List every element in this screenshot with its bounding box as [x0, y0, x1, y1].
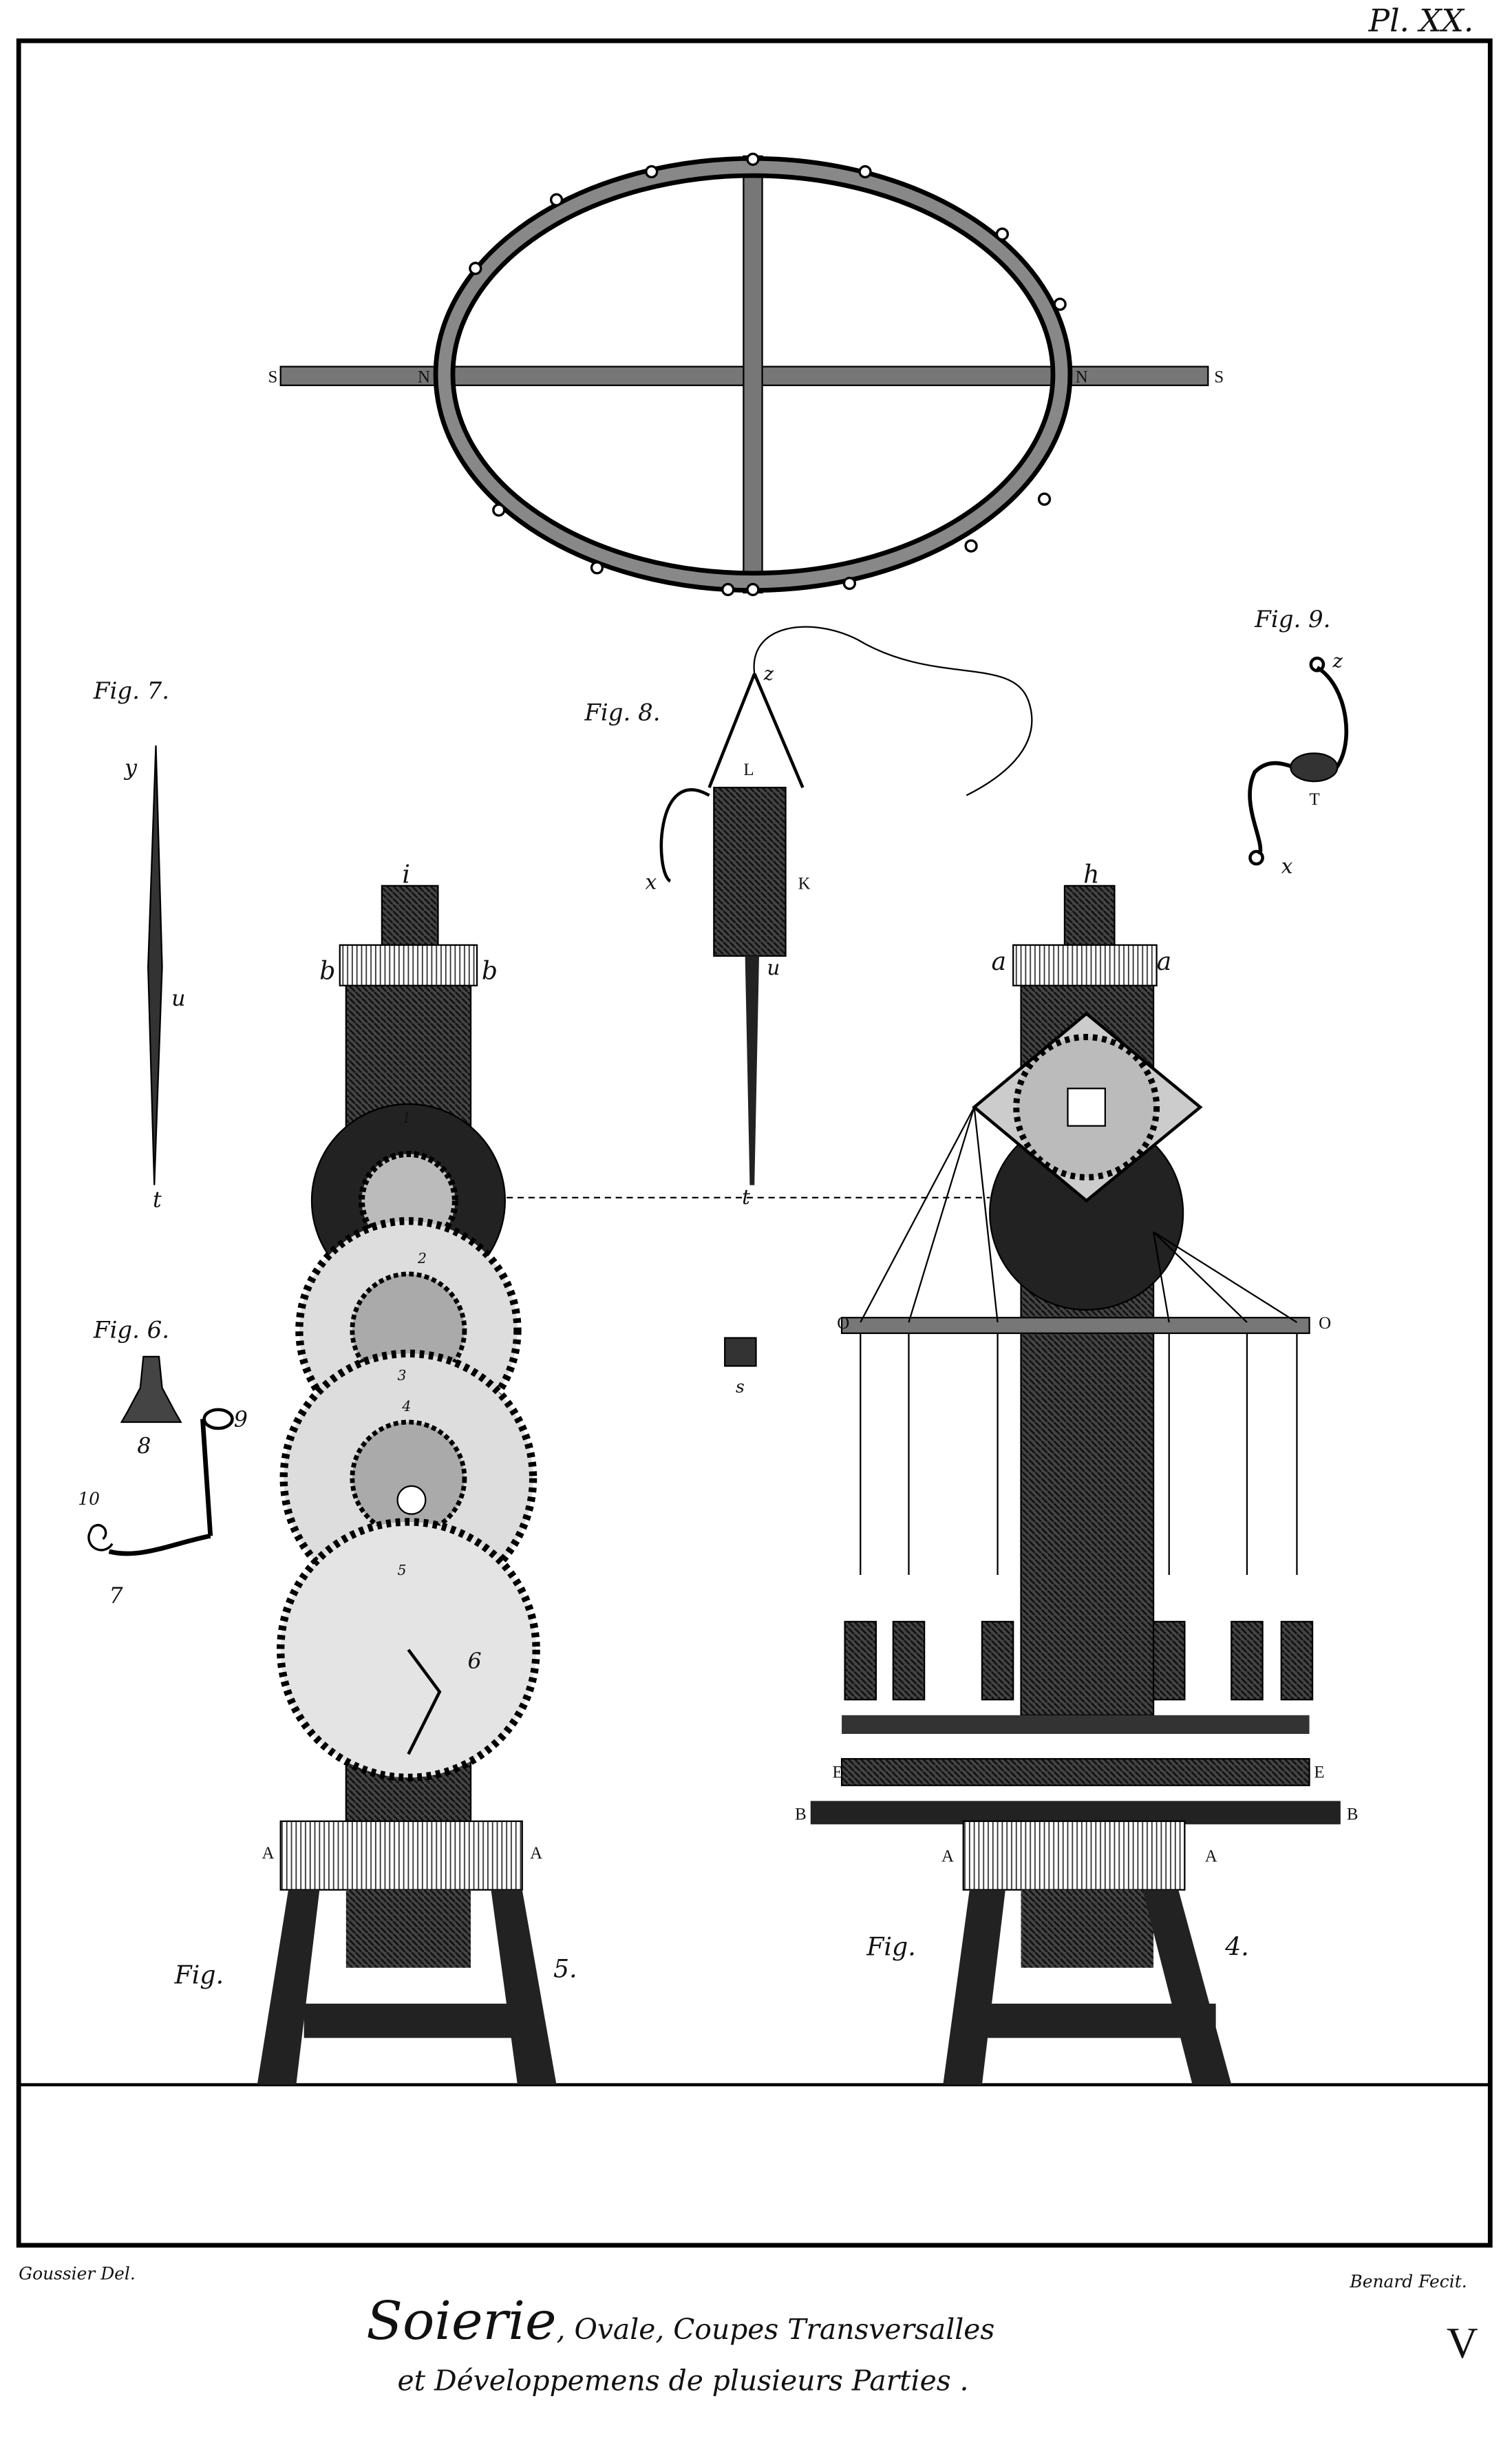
letter-u: u: [171, 986, 185, 1011]
fig5-machine-section: i b b A A 1 2 3 4 5 6 Fig. 5.: [174, 859, 577, 2085]
engraver-credit: Benard Fecit.: [1349, 2272, 1467, 2291]
label-2: 2: [417, 1250, 427, 1267]
letter-t: t: [742, 1185, 750, 1209]
oval-frame-figure: S N N S: [268, 152, 1224, 597]
letter-n: N: [1076, 368, 1088, 386]
letter-x: x: [646, 870, 657, 893]
caption-line-1: Soierie, Ovale, Coupes Transversalles: [366, 2291, 994, 2352]
letter-o: O: [837, 1314, 849, 1333]
fig5-label: Fig.: [174, 1960, 224, 1989]
fig4-label: Fig.: [866, 1932, 915, 1962]
letter-b: B: [1347, 1806, 1359, 1824]
small-part: s: [724, 1337, 757, 1397]
letter-b: B: [795, 1806, 807, 1824]
letter-e: E: [832, 1763, 842, 1781]
label-4: 4: [401, 1398, 411, 1415]
letter-s: s: [736, 1377, 745, 1397]
letter-h: h: [1083, 859, 1099, 889]
letter-z: z: [1332, 651, 1343, 673]
caption-title: Soierie: [366, 2291, 556, 2352]
letter-a: A: [1205, 1848, 1217, 1866]
letter-a: A: [262, 1844, 275, 1863]
letter-k: K: [798, 874, 811, 893]
letter-a: A: [530, 1844, 542, 1863]
label-8: 8: [137, 1434, 151, 1459]
letter-a: a: [1157, 946, 1172, 976]
letter-e: E: [1314, 1763, 1324, 1781]
letter-a: a: [992, 946, 1007, 976]
label-1: 1: [402, 1110, 411, 1126]
fig6-label: Fig. 6.: [93, 1317, 169, 1344]
label-3: 3: [398, 1367, 407, 1384]
volume-mark: V: [1447, 2318, 1478, 2367]
caption-subtitle: , Ovale, Coupes Transversalles: [557, 2313, 995, 2346]
fig8-bobbin: Fig. 8. z L x K u t: [584, 626, 1033, 1209]
plate-number: Pl. XX.: [1368, 3, 1474, 39]
fig9-label: Fig. 9.: [1254, 606, 1330, 633]
fig7-label: Fig. 7.: [93, 677, 169, 705]
letter-x: x: [1281, 855, 1293, 878]
letter-z: z: [763, 664, 774, 685]
plate-frame: [16, 38, 1493, 2248]
fig8-label: Fig. 8.: [584, 699, 660, 727]
letter-s: S: [1214, 368, 1224, 386]
letter-b: b: [319, 956, 335, 986]
letter-b: b: [482, 956, 498, 986]
label-6: 6: [467, 1649, 481, 1674]
draughtsman-credit: Goussier Del.: [19, 2264, 136, 2284]
caption-line-2: et Développemens de plusieurs Parties .: [398, 2364, 969, 2397]
fig4-number: 4.: [1224, 1932, 1249, 1962]
letter-n: N: [418, 368, 430, 386]
label-7: 7: [109, 1584, 124, 1609]
letter-i: i: [402, 859, 410, 889]
letter-u: u: [767, 956, 780, 980]
bobbins: [844, 1620, 1314, 1701]
letter-t: T: [1310, 790, 1320, 809]
letter-l: L: [743, 761, 754, 779]
label-10: 10: [78, 1489, 100, 1509]
letter-y: y: [123, 756, 138, 781]
fig9-thread-guide: Fig. 9. z T x: [1248, 606, 1348, 878]
fig4-machine-elevation: h a a O O E E B B A A Fig. 4.: [795, 859, 1359, 2085]
letter-a: A: [941, 1848, 954, 1866]
fig5-number: 5.: [553, 1954, 577, 1983]
letter-o: O: [1319, 1314, 1331, 1333]
fig7-spindle: Fig. 7. y u t: [93, 677, 186, 1212]
letter-s: S: [268, 368, 278, 386]
label-9: 9: [234, 1408, 248, 1432]
fig6-parts: Fig. 6. 8 9 10 7: [78, 1317, 248, 1609]
label-5: 5: [398, 1562, 407, 1578]
letter-t: t: [153, 1187, 162, 1212]
